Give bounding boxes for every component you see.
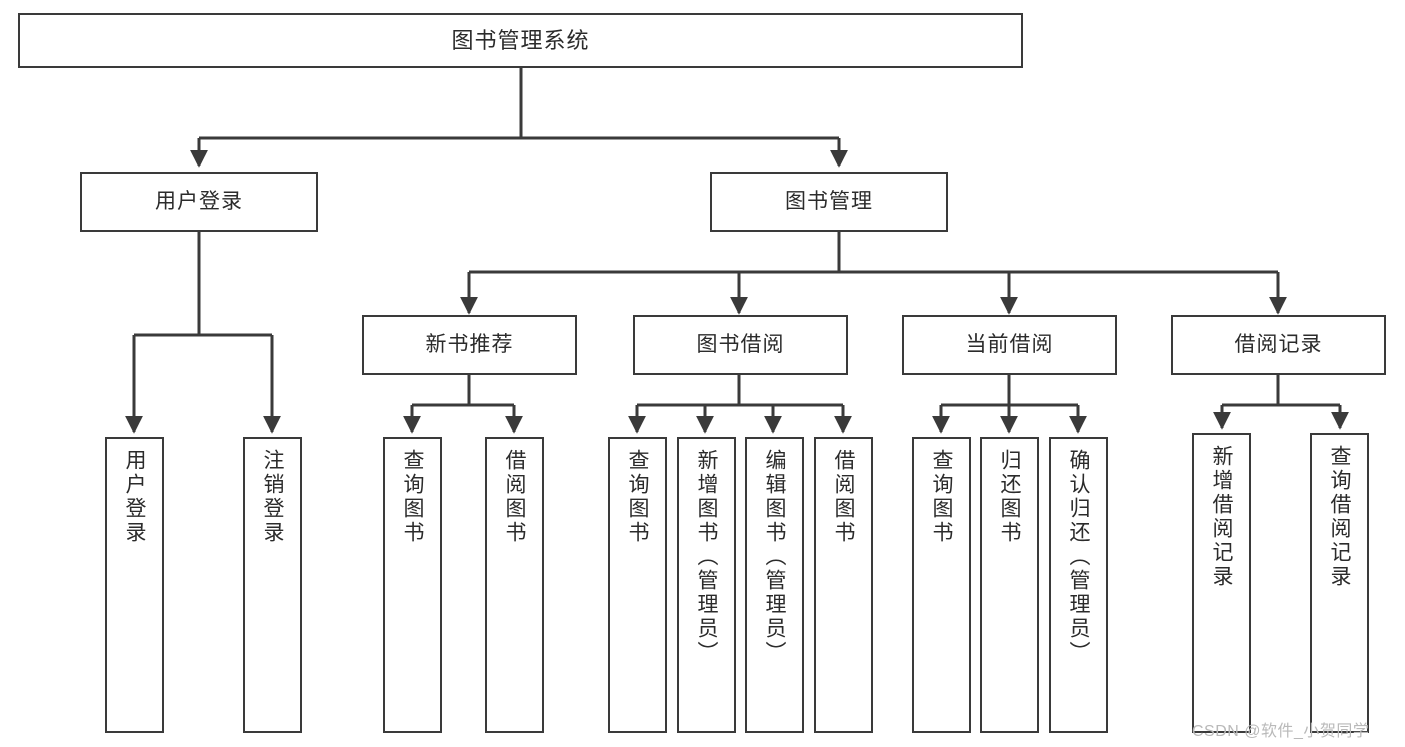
- leaf-borrow-book-recommendation[interactable]: 借阅图书: [485, 437, 544, 733]
- node-label: 借阅图书: [832, 449, 855, 545]
- leaf-return-book[interactable]: 归还图书: [980, 437, 1039, 733]
- node-label: 新增图书（管理员）: [695, 449, 718, 665]
- node-label: 用户登录: [123, 449, 146, 545]
- node-label: 归还图书: [998, 449, 1021, 545]
- node-borrowing-record[interactable]: 借阅记录: [1171, 315, 1386, 375]
- leaf-user-login[interactable]: 用户登录: [105, 437, 164, 733]
- node-label: 查询图书: [401, 449, 424, 545]
- leaf-add-book-admin[interactable]: 新增图书（管理员）: [677, 437, 736, 733]
- leaf-add-borrow-record[interactable]: 新增借阅记录: [1192, 433, 1251, 733]
- node-root-book-management-system[interactable]: 图书管理系统: [18, 13, 1023, 68]
- node-label: 编辑图书（管理员）: [763, 449, 786, 665]
- leaf-query-borrow-record[interactable]: 查询借阅记录: [1310, 433, 1369, 733]
- leaf-query-book-borrowing[interactable]: 查询图书: [608, 437, 667, 733]
- node-new-book-recommendation[interactable]: 新书推荐: [362, 315, 577, 375]
- node-book-borrowing[interactable]: 图书借阅: [633, 315, 848, 375]
- node-label: 查询图书: [626, 449, 649, 545]
- leaf-query-book-current[interactable]: 查询图书: [912, 437, 971, 733]
- node-label: 借阅记录: [1234, 332, 1323, 356]
- node-user-login[interactable]: 用户登录: [80, 172, 318, 232]
- leaf-confirm-return-admin[interactable]: 确认归还（管理员）: [1049, 437, 1108, 733]
- node-current-borrowing[interactable]: 当前借阅: [902, 315, 1117, 375]
- node-label: 借阅图书: [503, 449, 526, 545]
- node-label: 图书管理系统: [451, 27, 590, 53]
- csdn-watermark: CSDN @软件_小贺同学: [1192, 723, 1370, 740]
- node-label: 确认归还（管理员）: [1067, 449, 1090, 665]
- node-label: 新增借阅记录: [1210, 445, 1233, 589]
- node-label: 图书管理: [785, 189, 873, 213]
- node-label: 用户登录: [155, 189, 243, 213]
- node-label: 查询借阅记录: [1328, 445, 1351, 589]
- node-label: 当前借阅: [965, 332, 1054, 356]
- node-book-management[interactable]: 图书管理: [710, 172, 948, 232]
- leaf-edit-book-admin[interactable]: 编辑图书（管理员）: [745, 437, 804, 733]
- node-label: 注销登录: [261, 449, 284, 545]
- node-label: 新书推荐: [425, 332, 514, 356]
- leaf-borrow-book[interactable]: 借阅图书: [814, 437, 873, 733]
- node-label: 图书借阅: [696, 332, 785, 356]
- node-label: 查询图书: [930, 449, 953, 545]
- leaf-logout[interactable]: 注销登录: [243, 437, 302, 733]
- leaf-query-book-recommendation[interactable]: 查询图书: [383, 437, 442, 733]
